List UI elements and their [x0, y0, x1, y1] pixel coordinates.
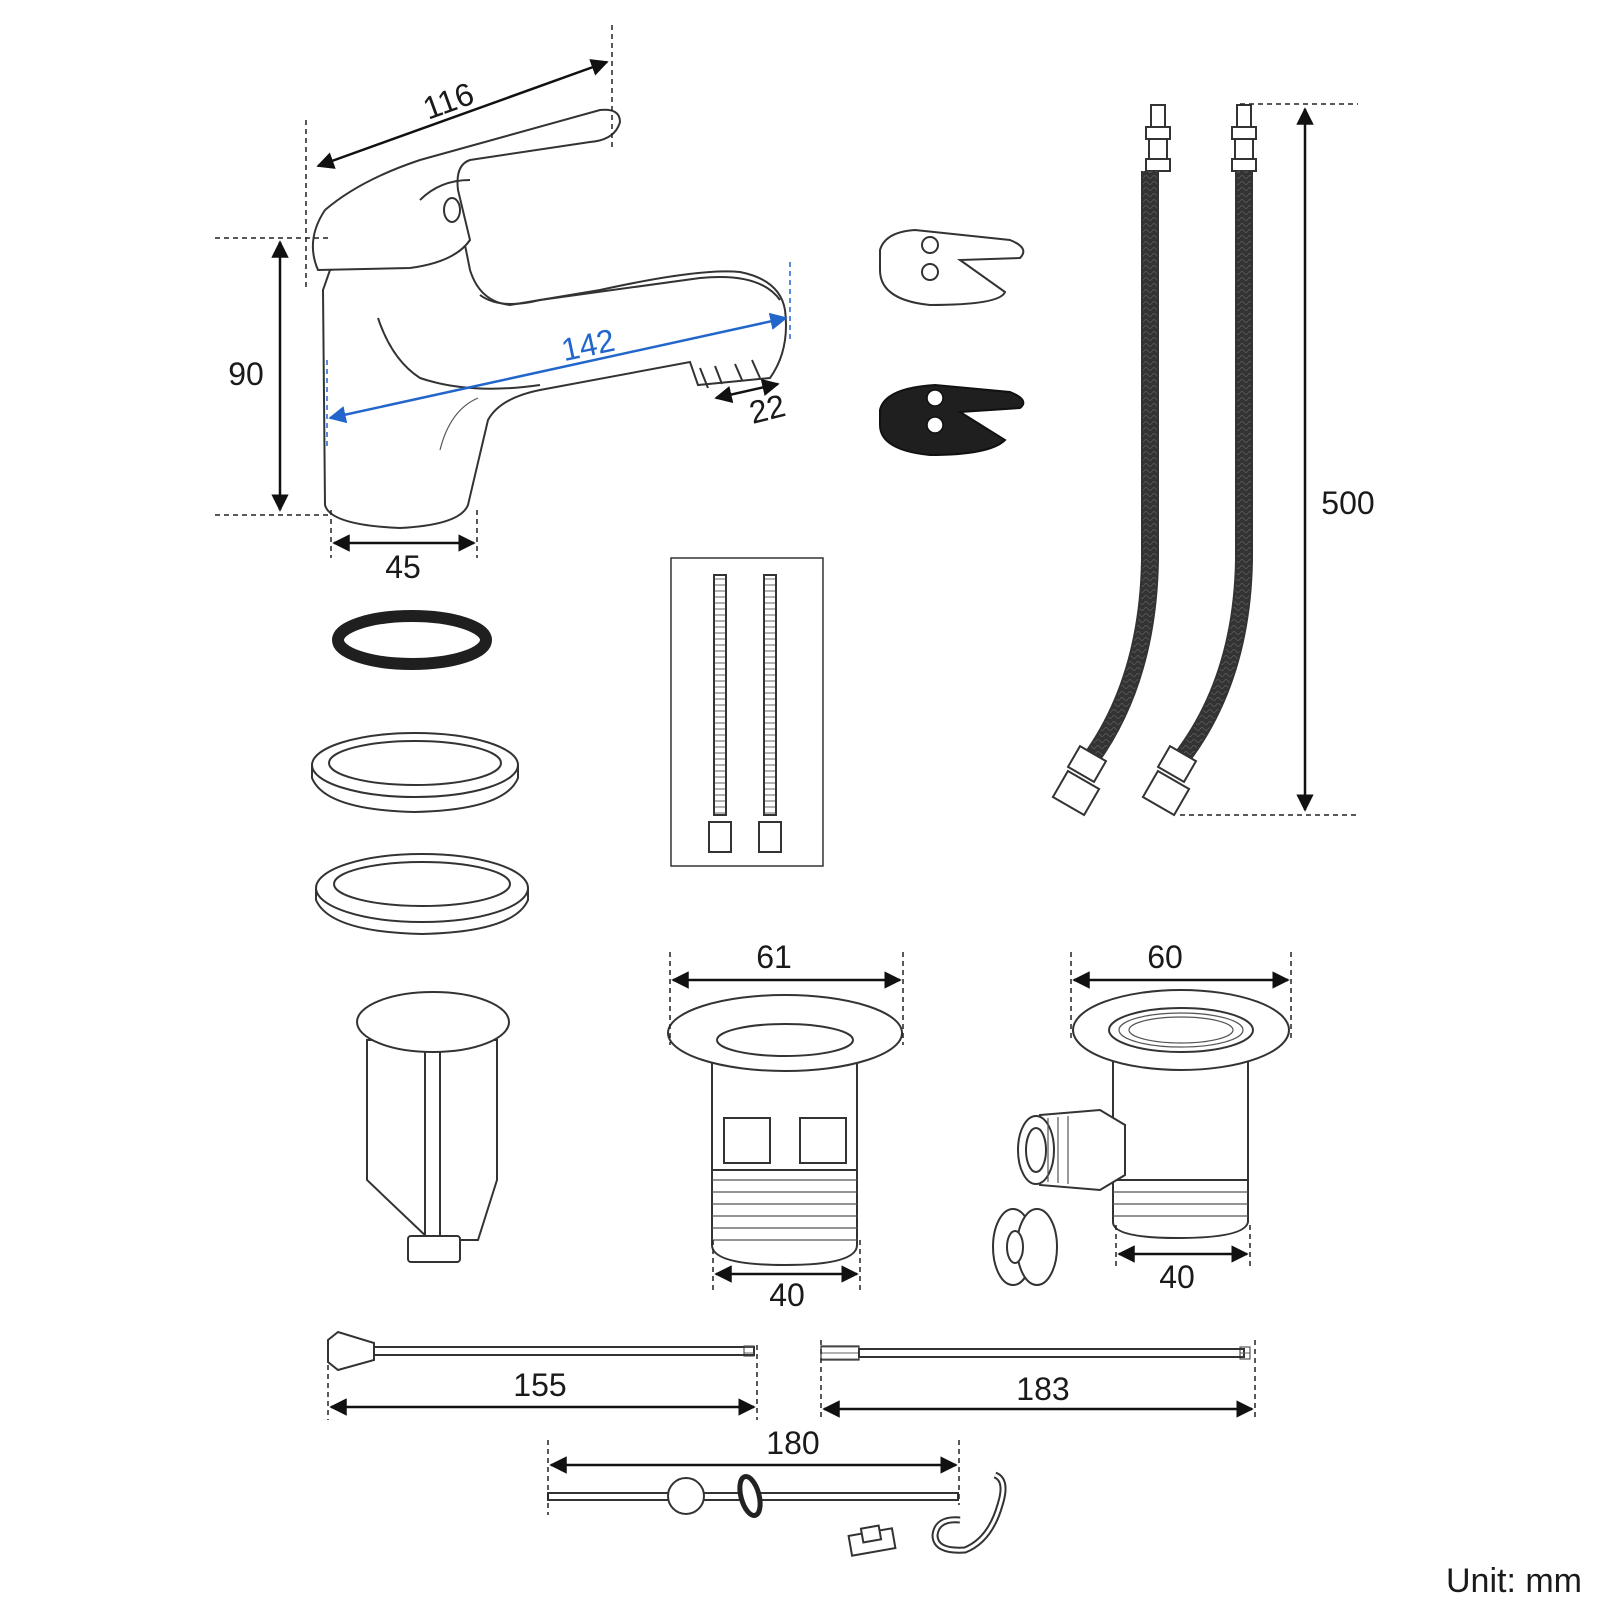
gasket-base-plate: [315, 853, 529, 936]
label-61: 61: [756, 939, 792, 975]
dim-drain-left-flange: 61: [669, 939, 904, 1045]
popup-stopper: [356, 991, 510, 1263]
faucet-body: [321, 243, 787, 530]
label-22: 22: [746, 387, 789, 431]
label-40-left: 40: [769, 1277, 805, 1313]
label-40-right: 40: [1159, 1259, 1195, 1295]
dim-base-diameter: 45: [330, 510, 478, 585]
mounting-rods-box: [670, 557, 824, 867]
drain-body-right: [1017, 989, 1290, 1240]
rod-clip: [847, 1524, 897, 1557]
unit-label: Unit: mm: [1446, 1562, 1582, 1600]
dim-faucet-height: 90: [215, 237, 330, 516]
flexible-hose-right: [1141, 104, 1257, 817]
label-90: 90: [228, 356, 264, 392]
dim-hose-length: 500: [1180, 103, 1375, 816]
label-183: 183: [1016, 1371, 1069, 1407]
dim-linkage-rod: 183: [820, 1340, 1256, 1420]
linkage-rod: [820, 1345, 1251, 1361]
dim-drain-left-body: 40: [712, 1240, 861, 1313]
faucet-handle: [311, 108, 622, 272]
o-ring-black: [332, 610, 492, 670]
flexible-hose-left: [1051, 104, 1171, 817]
dim-lift-rod: 155: [327, 1345, 758, 1420]
label-45: 45: [385, 549, 421, 585]
label-116: 116: [418, 75, 478, 126]
pivot-rod: [547, 1474, 959, 1518]
label-60: 60: [1147, 939, 1183, 975]
dim-aerator-width: 22: [714, 378, 789, 431]
gasket-flat-white: [311, 732, 519, 814]
drain-body-left: [667, 994, 903, 1267]
side-nut: [992, 1208, 1058, 1286]
dim-drain-right-flange: 60: [1070, 939, 1292, 1040]
label-500: 500: [1321, 485, 1374, 521]
horseshoe-washer-black: [879, 383, 1025, 457]
label-180: 180: [766, 1425, 819, 1461]
spring-clip: [931, 1471, 1007, 1554]
faucet-drawing: [311, 108, 787, 530]
dim-drain-right-body: 40: [1115, 1225, 1251, 1295]
label-155: 155: [513, 1367, 566, 1403]
horseshoe-washer-white: [879, 228, 1025, 307]
lift-rod: [327, 1330, 755, 1372]
dim-pivot-rod: 180: [547, 1425, 960, 1515]
